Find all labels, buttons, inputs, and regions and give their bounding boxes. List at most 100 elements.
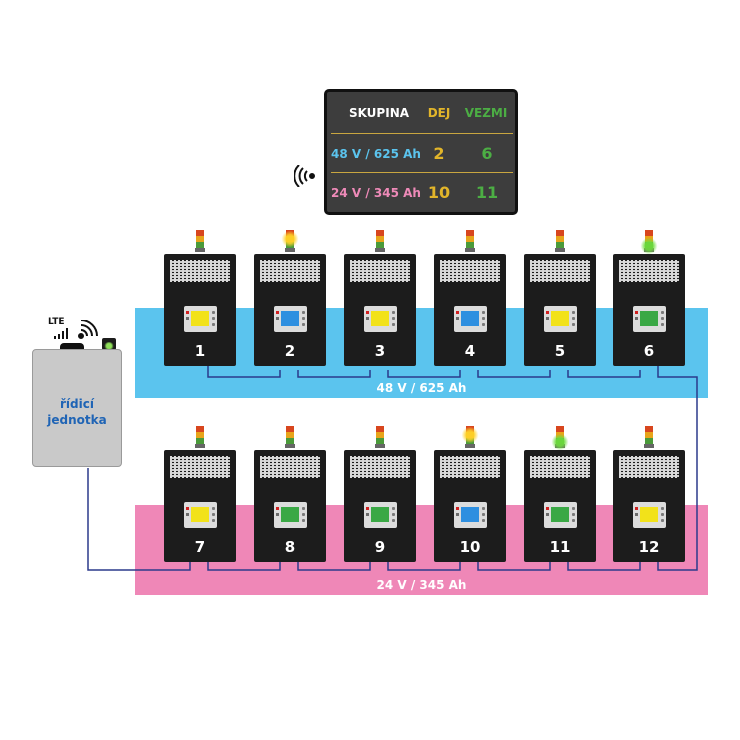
charger-12: 12 bbox=[613, 450, 685, 562]
display-screen bbox=[461, 311, 479, 326]
display-screen bbox=[551, 507, 569, 522]
charger-6: 6 bbox=[613, 254, 685, 366]
status-lamp-10 bbox=[461, 426, 479, 448]
status-lamp-11 bbox=[551, 426, 569, 450]
charger-8: 8 bbox=[254, 450, 326, 562]
status-lamp-7 bbox=[195, 426, 205, 448]
charger-display bbox=[454, 502, 487, 528]
row-48v-give: 2 bbox=[433, 144, 445, 163]
control-status-lamp bbox=[102, 338, 116, 350]
header-take: VEZMI bbox=[464, 106, 508, 120]
charger-number: 5 bbox=[554, 342, 566, 360]
row-48v-group: 48 V / 625 Ah bbox=[331, 147, 421, 161]
vent-grille bbox=[530, 260, 590, 282]
charger-5: 5 bbox=[524, 254, 596, 366]
header-give: DEJ bbox=[427, 106, 451, 120]
display-screen bbox=[640, 311, 658, 326]
status-lamp-1 bbox=[195, 230, 205, 252]
vent-grille bbox=[440, 260, 500, 282]
display-screen bbox=[551, 311, 569, 326]
charger-display bbox=[454, 306, 487, 332]
charger-number: 3 bbox=[374, 342, 386, 360]
vent-grille bbox=[170, 260, 230, 282]
charger-number: 11 bbox=[549, 538, 571, 556]
control-unit-line1: řídicí bbox=[60, 397, 94, 411]
status-lamp-6 bbox=[640, 230, 658, 254]
display-screen bbox=[191, 507, 209, 522]
charger-display bbox=[364, 502, 397, 528]
vent-grille bbox=[440, 456, 500, 478]
vent-grille bbox=[260, 456, 320, 478]
row-48v-take: 6 bbox=[481, 144, 493, 163]
status-lamp-12 bbox=[644, 426, 654, 448]
charger-display bbox=[633, 502, 666, 528]
control-unit: řídicí jednotka bbox=[32, 349, 122, 467]
charger-number: 10 bbox=[459, 538, 481, 556]
group-label-24v: 24 V / 345 Ah bbox=[376, 578, 467, 592]
charger-number: 9 bbox=[374, 538, 386, 556]
wireless-icon bbox=[294, 165, 315, 187]
charger-number: 12 bbox=[638, 538, 660, 556]
display-screen bbox=[371, 507, 389, 522]
vent-grille bbox=[170, 456, 230, 478]
row-24v-take: 11 bbox=[475, 183, 499, 202]
charger-7: 7 bbox=[164, 450, 236, 562]
charger-display bbox=[184, 502, 217, 528]
charger-number: 7 bbox=[194, 538, 206, 556]
control-unit-label: řídicí jednotka bbox=[33, 396, 121, 428]
status-lamp-8 bbox=[285, 426, 295, 448]
status-lamp-4 bbox=[465, 230, 475, 252]
vent-grille bbox=[350, 456, 410, 478]
charger-10: 10 bbox=[434, 450, 506, 562]
display-screen bbox=[191, 311, 209, 326]
wire-bottom-chain bbox=[87, 468, 686, 571]
charger-11: 11 bbox=[524, 450, 596, 562]
antenna-base bbox=[60, 343, 84, 351]
display-screen bbox=[281, 311, 299, 326]
status-lamp-2 bbox=[281, 230, 299, 252]
signal-bars-icon bbox=[54, 328, 68, 339]
vent-grille bbox=[350, 260, 410, 282]
charger-display bbox=[364, 306, 397, 332]
charger-number: 8 bbox=[284, 538, 296, 556]
charger-display bbox=[274, 306, 307, 332]
group-label-48v: 48 V / 625 Ah bbox=[376, 381, 467, 395]
display-screen bbox=[640, 507, 658, 522]
charger-2: 2 bbox=[254, 254, 326, 366]
charger-1: 1 bbox=[164, 254, 236, 366]
status-lamp-9 bbox=[375, 426, 385, 448]
header-group: SKUPINA bbox=[348, 106, 410, 120]
header-separator bbox=[331, 133, 513, 134]
status-lamp-3 bbox=[375, 230, 385, 252]
row-separator bbox=[331, 172, 513, 173]
charger-number: 4 bbox=[464, 342, 476, 360]
charger-4: 4 bbox=[434, 254, 506, 366]
vent-grille bbox=[619, 260, 679, 282]
display-screen bbox=[281, 507, 299, 522]
status-lamp-5 bbox=[555, 230, 565, 252]
charger-9: 9 bbox=[344, 450, 416, 562]
charger-number: 2 bbox=[284, 342, 296, 360]
green-glow bbox=[104, 342, 114, 350]
wireless-icon-control bbox=[78, 320, 98, 339]
lte-label: LTE bbox=[48, 317, 65, 327]
vent-grille bbox=[619, 456, 679, 478]
charger-display bbox=[274, 502, 307, 528]
display-screen bbox=[461, 507, 479, 522]
charger-display bbox=[544, 306, 577, 332]
charger-display bbox=[633, 306, 666, 332]
charger-display bbox=[544, 502, 577, 528]
vent-grille bbox=[530, 456, 590, 478]
vent-grille bbox=[260, 260, 320, 282]
wire-top-chain bbox=[207, 364, 698, 571]
charger-display bbox=[184, 306, 217, 332]
charger-number: 1 bbox=[194, 342, 206, 360]
charger-3: 3 bbox=[344, 254, 416, 366]
charger-number: 6 bbox=[643, 342, 655, 360]
display-screen bbox=[371, 311, 389, 326]
row-24v-group: 24 V / 345 Ah bbox=[331, 186, 421, 200]
row-24v-give: 10 bbox=[427, 183, 451, 202]
control-unit-line2: jednotka bbox=[47, 413, 107, 427]
